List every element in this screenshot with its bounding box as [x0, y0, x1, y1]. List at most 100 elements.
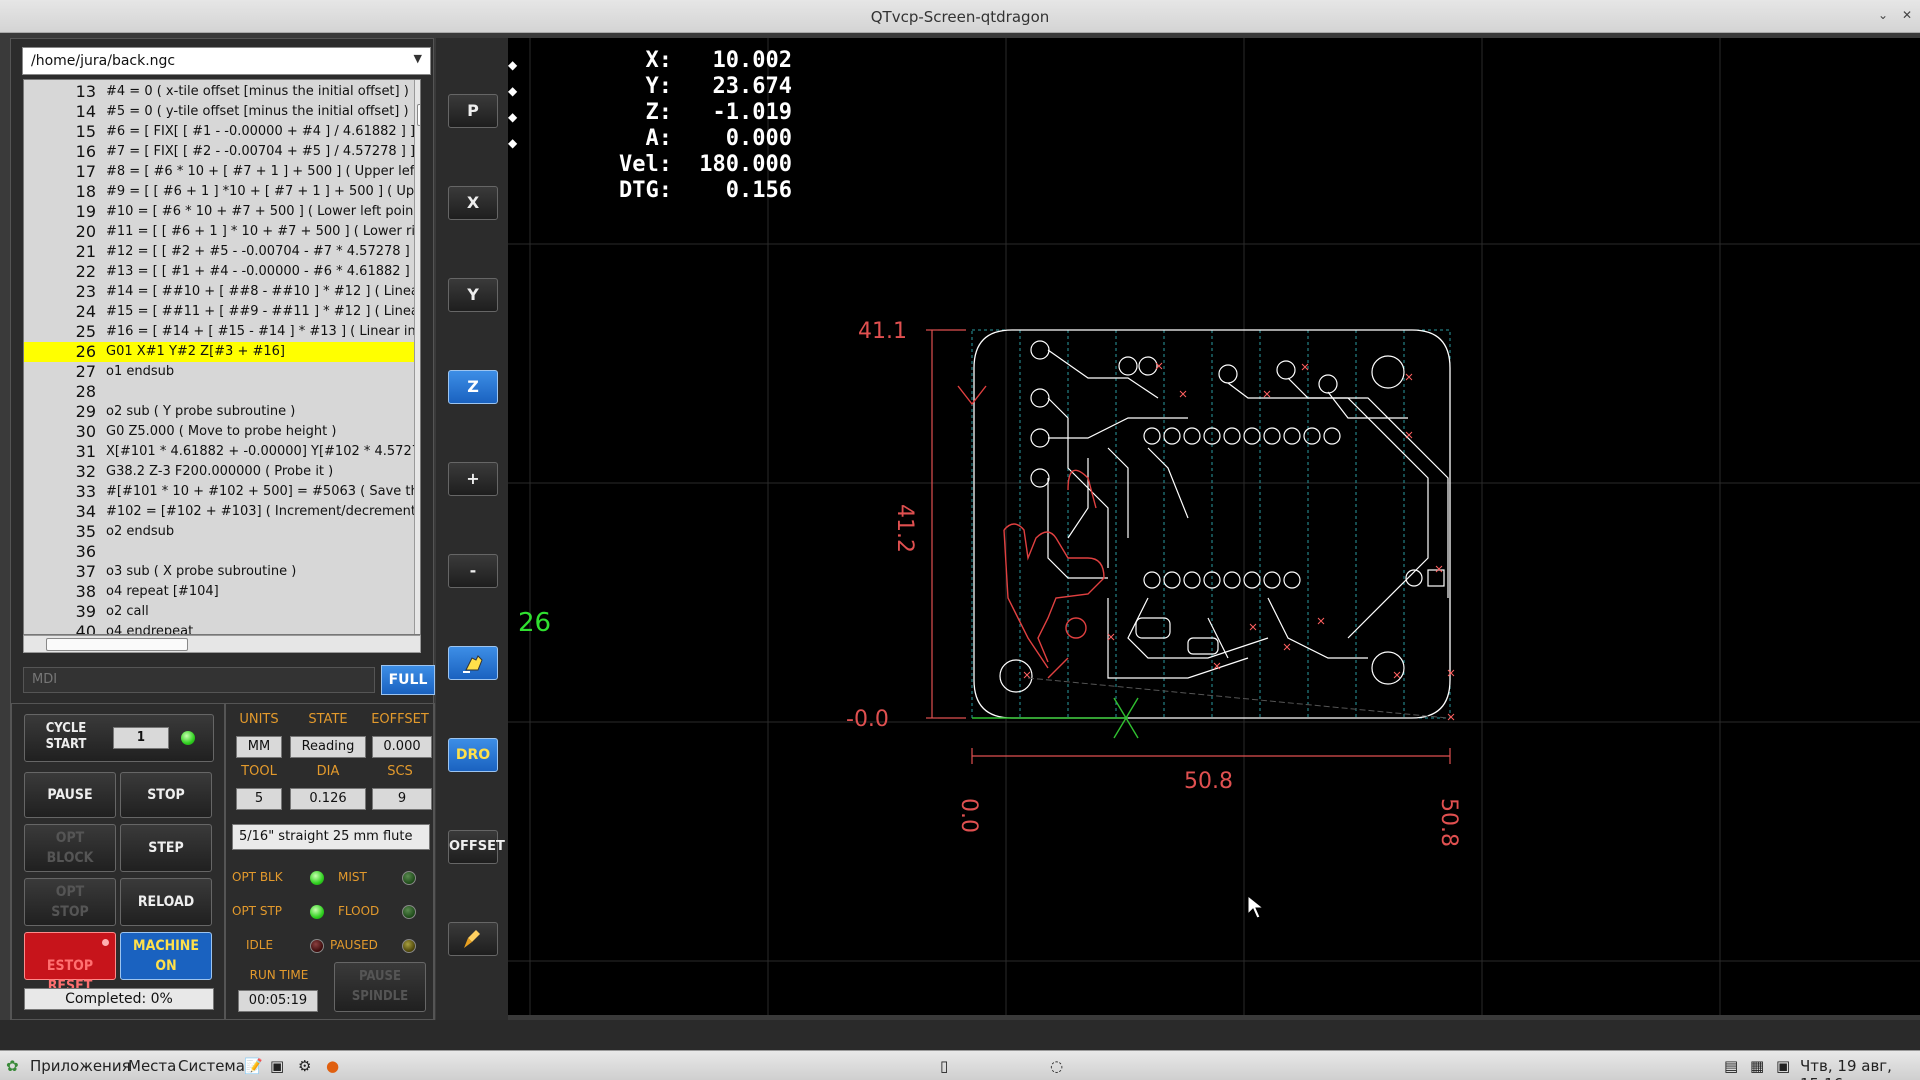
tool-value: 5 [236, 788, 282, 810]
gcode-line[interactable]: 13#4 = 0 ( x-tile offset [minus the init… [24, 82, 414, 102]
dro-axis-label: X: [645, 48, 673, 73]
close-icon[interactable]: ✕ [1901, 8, 1913, 22]
gcode-line[interactable]: 28 [24, 382, 414, 402]
gcode-line[interactable]: 21#12 = [ [ #2 + #5 - -0.00704 - #7 * 4.… [24, 242, 414, 262]
toolpath-canvas: 41.1 -0.0 41.2 50.8 0.0 50.8 [508, 38, 1920, 1015]
distro-logo-icon[interactable]: ✿ [6, 1057, 19, 1075]
display-icon[interactable]: ▣ [1776, 1057, 1791, 1075]
cycle-start-label: CYCLE START [45, 721, 87, 752]
line-number: 15 [75, 122, 96, 141]
stop-button[interactable]: STOP [120, 772, 212, 818]
clear-plot-button[interactable] [448, 646, 498, 680]
gcode-line[interactable]: 15#6 = [ FIX[ [ #1 - -0.00000 + #4 ] / 4… [24, 122, 415, 142]
gcode-line[interactable]: 25#16 = [ #14 + [ #15 - #14 ] * #13 ] ( … [24, 322, 416, 342]
menu-applications[interactable]: Приложения [30, 1057, 131, 1075]
scrollbar-thumb[interactable] [46, 638, 188, 651]
gcode-line[interactable]: 14#5 = 0 ( y-tile offset [minus the init… [24, 102, 414, 122]
tool-description: 5/16" straight 25 mm flute [232, 824, 430, 850]
opt-stop-button[interactable]: OPT STOP [24, 878, 116, 926]
pause-spindle-button[interactable]: PAUSE SPINDLE [334, 962, 426, 1012]
keyboard-layout-icon[interactable]: ▤ [1724, 1057, 1739, 1075]
cycle-start-button[interactable]: CYCLE START 1 [24, 714, 214, 762]
view-p-button[interactable]: P [448, 94, 498, 128]
minimize-icon[interactable]: ⌄ [1877, 8, 1889, 22]
dro-line: Y:23.674 [562, 74, 793, 100]
line-number: 38 [75, 582, 96, 601]
view-z-button[interactable]: Z [448, 370, 498, 404]
line-number: 17 [75, 162, 96, 181]
gcode-line[interactable]: 22#13 = [ [ #1 + #4 - -0.00000 - #6 * 4.… [24, 262, 414, 282]
opt-blk-label: OPT BLK [232, 870, 283, 884]
pause-button[interactable]: PAUSE [24, 772, 116, 818]
view-x-button[interactable]: X [448, 186, 498, 220]
menu-places[interactable]: Места [128, 1057, 177, 1075]
line-code: #12 = [ [ #2 + #5 - -0.00704 - #7 * 4.57… [106, 244, 410, 259]
clear-button[interactable] [448, 922, 498, 956]
gcode-line[interactable]: 33#[#101 * 10 + #102 + 500] = #5063 ( Sa… [24, 482, 419, 502]
zoom-out-button[interactable]: - [448, 554, 498, 588]
search-icon[interactable]: ◌ [1050, 1057, 1064, 1075]
opt-block-button[interactable]: OPT BLOCK [24, 824, 116, 872]
gcode-line[interactable]: 36 [24, 542, 414, 562]
line-number: 24 [75, 302, 96, 321]
line-code: #14 = [ ##10 + [ ##8 - ##10 ] * #12 ] ( … [106, 284, 419, 299]
dro-toggle-button[interactable]: DRO [448, 738, 498, 772]
grid [508, 38, 1920, 1015]
gcode-line[interactable]: 19#10 = [ #6 * 10 + #7 + 500 ] ( Lower l… [24, 202, 414, 222]
dro-axis-value: 0.156 [725, 178, 792, 203]
editor-vertical-scrollbar[interactable] [414, 80, 420, 634]
gcode-line[interactable]: 17#8 = [ #6 * 10 + [ #7 + 1 ] + 500 ] ( … [24, 162, 415, 182]
chevron-down-icon[interactable]: ▼ [413, 52, 422, 65]
gcode-line[interactable]: 18#9 = [ [ #6 + 1 ] *10 + [ #7 + 1 ] + 5… [24, 182, 415, 202]
cnc-app-icon[interactable]: ⚙ [298, 1057, 312, 1075]
dim-x-left: 0.0 [956, 798, 981, 833]
firefox-icon[interactable]: ● [326, 1057, 340, 1075]
file-path-combo[interactable]: /home/jura/back.ngc ▼ [22, 47, 431, 75]
pan-hand-icon [463, 655, 483, 673]
reload-button[interactable]: RELOAD [120, 878, 212, 926]
zoom-in-button[interactable]: + [448, 462, 498, 496]
offset-toggle-button[interactable]: OFFSET [448, 830, 505, 864]
dimension-labels: 41.1 -0.0 41.2 50.8 0.0 50.8 [846, 319, 1461, 847]
menu-system[interactable]: Система [178, 1057, 245, 1075]
cycle-count[interactable]: 1 [113, 727, 169, 749]
gcode-line[interactable]: 23#14 = [ ##10 + [ ##8 - ##10 ] * #12 ] … [24, 282, 419, 302]
gcode-line[interactable]: 16#7 = [ FIX[ [ #2 - -0.00704 + #5 ] / 4… [24, 142, 415, 162]
clock[interactable]: Чтв, 19 авг, 15:16 [1800, 1057, 1892, 1080]
line-number: 22 [75, 262, 96, 281]
terminal-icon[interactable]: ▣ [270, 1057, 285, 1075]
text-editor-icon[interactable]: 📝 [244, 1057, 263, 1075]
scrollbar-thumb[interactable] [417, 104, 420, 126]
dro-home-icon: ◆ [508, 110, 518, 124]
network-icon[interactable]: ▦ [1750, 1057, 1765, 1075]
editor-horizontal-scrollbar[interactable] [23, 635, 421, 653]
full-button[interactable]: FULL [381, 665, 435, 695]
step-button[interactable]: STEP [120, 824, 212, 872]
gcode-line[interactable]: 20#11 = [ [ #6 + 1 ] * 10 + #7 + 500 ] (… [24, 222, 415, 242]
mdi-input[interactable]: MDI [23, 667, 375, 693]
pad-rows [1135, 427, 1445, 655]
gcode-line[interactable]: 24#15 = [ ##11 + [ ##9 - ##11 ] * #12 ] … [24, 302, 419, 322]
window-list-icon[interactable]: ▯ [940, 1057, 949, 1075]
line-number: 28 [75, 382, 96, 401]
view-y-button[interactable]: Y [448, 278, 498, 312]
machine-on-button[interactable]: MACHINE ON [120, 932, 212, 980]
gcode-editor[interactable]: 13#4 = 0 ( x-tile offset [minus the init… [23, 79, 421, 635]
gcode-line[interactable]: 34#102 = [#102 + #103] ( Increment/decre… [24, 502, 416, 522]
estop-reset-button[interactable]: ESTOP RESET [24, 932, 116, 994]
scs-value: 9 [372, 788, 432, 810]
y-axis-marker [957, 385, 987, 406]
